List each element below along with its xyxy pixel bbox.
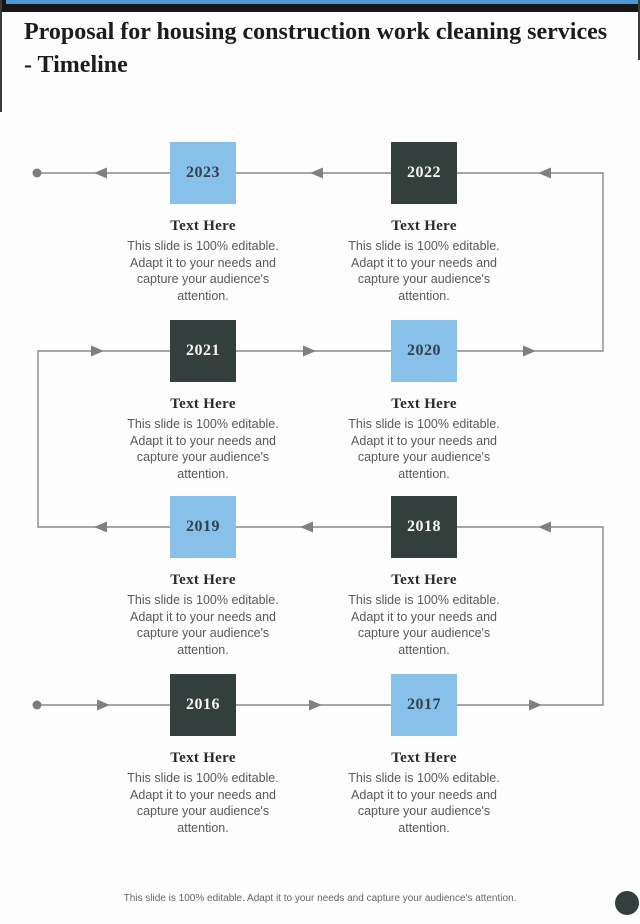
timeline-entry-2022: 2022 Text Here This slide is 100% editab… bbox=[339, 142, 509, 305]
entry-heading: Text Here bbox=[170, 750, 236, 766]
timeline-entry-2016: 2016 Text Here This slide is 100% editab… bbox=[118, 674, 288, 837]
timeline-arrowheads bbox=[91, 167, 551, 711]
entry-body: This slide is 100% editable. Adapt it to… bbox=[348, 771, 500, 835]
timeline-end-dot bbox=[32, 168, 42, 178]
entry-heading: Text Here bbox=[391, 396, 457, 412]
entry-heading: Text Here bbox=[170, 218, 236, 234]
timeline-entry-2020: 2020 Text Here This slide is 100% editab… bbox=[339, 320, 509, 483]
timeline-path bbox=[37, 172, 604, 706]
footer-note: This slide is 100% editable. Adapt it to… bbox=[123, 893, 517, 904]
entry-body: This slide is 100% editable. Adapt it to… bbox=[127, 771, 279, 835]
entry-heading: Text Here bbox=[170, 396, 236, 412]
timeline-dots bbox=[32, 168, 42, 710]
entry-heading: Text Here bbox=[391, 750, 457, 766]
timeline-entry-2021: 2021 Text Here This slide is 100% editab… bbox=[118, 320, 288, 483]
year-box-2017: 2017 bbox=[391, 674, 457, 736]
timeline-entry-2017: 2017 Text Here This slide is 100% editab… bbox=[339, 674, 509, 837]
entry-body: This slide is 100% editable. Adapt it to… bbox=[127, 417, 279, 481]
year-box-2016: 2016 bbox=[170, 674, 236, 736]
entry-heading: Text Here bbox=[391, 218, 457, 234]
entry-body: This slide is 100% editable. Adapt it to… bbox=[348, 239, 500, 303]
year-box-2020: 2020 bbox=[391, 320, 457, 382]
left-edge-border bbox=[0, 0, 2, 112]
corner-circle-decoration bbox=[615, 891, 639, 915]
right-edge-border bbox=[638, 0, 640, 60]
year-box-2019: 2019 bbox=[170, 496, 236, 558]
year-box-2023: 2023 bbox=[170, 142, 236, 204]
year-box-2022: 2022 bbox=[391, 142, 457, 204]
entry-body: This slide is 100% editable. Adapt it to… bbox=[348, 417, 500, 481]
timeline-entry-2018: 2018 Text Here This slide is 100% editab… bbox=[339, 496, 509, 659]
entry-body: This slide is 100% editable. Adapt it to… bbox=[348, 593, 500, 657]
entry-body: This slide is 100% editable. Adapt it to… bbox=[127, 239, 279, 303]
timeline-entry-2023: 2023 Text Here This slide is 100% editab… bbox=[118, 142, 288, 305]
year-box-2018: 2018 bbox=[391, 496, 457, 558]
top-blue-stripe bbox=[6, 0, 640, 4]
timeline-entry-2019: 2019 Text Here This slide is 100% editab… bbox=[118, 496, 288, 659]
year-box-2021: 2021 bbox=[170, 320, 236, 382]
entry-heading: Text Here bbox=[170, 572, 236, 588]
slide-title: Proposal for housing construction work c… bbox=[24, 19, 608, 78]
entry-heading: Text Here bbox=[391, 572, 457, 588]
timeline-start-dot bbox=[32, 700, 42, 710]
entry-body: This slide is 100% editable. Adapt it to… bbox=[127, 593, 279, 657]
